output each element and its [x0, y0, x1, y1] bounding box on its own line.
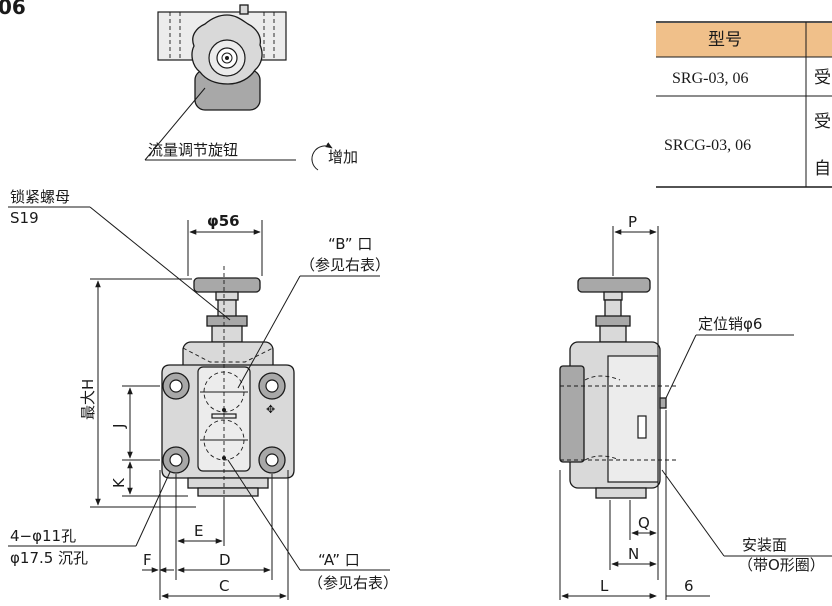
dim-n: N [628, 545, 639, 563]
port-a-note: （参见右表） [308, 574, 398, 592]
dim-max-h: 最大H [79, 379, 97, 420]
dim-knob-dia: φ56 [207, 212, 240, 230]
port-b-label: “B” 口 [328, 235, 372, 253]
knob-label: 流量调节旋钮 [148, 141, 238, 159]
mount-face-label: 安装面 [742, 536, 787, 554]
table-row-2-model: SRCG-03, 06 [664, 137, 751, 154]
dim-q: Q [638, 514, 650, 532]
table-row-2-desc-2: 自 [814, 159, 831, 179]
increase-label: 增加 [328, 148, 358, 166]
svg-text:✥: ✥ [266, 403, 275, 416]
oring-note: （带O形圈） [738, 556, 825, 574]
side-view: P 定位销φ6 安装面 （带O形圈） Q N L 6 [559, 213, 832, 600]
locknut-size: S19 [10, 209, 39, 227]
counterbore-label: φ17.5 沉孔 [10, 549, 88, 567]
dim-f: F [143, 551, 152, 569]
dim-6: 6 [684, 577, 694, 595]
table-row-1-desc: 受 [814, 68, 831, 88]
table-header-model: 型号 [708, 30, 742, 50]
dim-p: P [628, 213, 637, 231]
port-a-label: “A” 口 [318, 551, 360, 569]
dim-k: K [110, 477, 128, 488]
spec-table: 型号 SRG-03, 06 受 SRCG-03, 06 受 自 [656, 21, 832, 188]
locating-pin-label: 定位销φ6 [698, 315, 762, 333]
model-code: 06 [0, 0, 26, 19]
dim-c: C [219, 577, 229, 595]
locknut-label: 锁紧螺母 [10, 188, 70, 206]
holes-label: 4−φ11孔 [10, 527, 76, 545]
table-row-1-model: SRG-03, 06 [672, 70, 748, 87]
rotate-increase-icon [311, 142, 333, 171]
top-view: 流量调节旋钮 增加 [144, 4, 358, 171]
front-view: ✥ φ56 锁紧螺母 S19 “B” 口 （参见右表） “A” 口 （参见右表）… [8, 188, 398, 600]
dim-l: L [600, 577, 609, 595]
dim-j: J [110, 424, 128, 429]
port-b-note: （参见右表） [300, 256, 390, 274]
dim-d: D [219, 551, 231, 569]
table-row-2-desc-1: 受 [814, 112, 831, 132]
dim-e: E [194, 522, 203, 540]
